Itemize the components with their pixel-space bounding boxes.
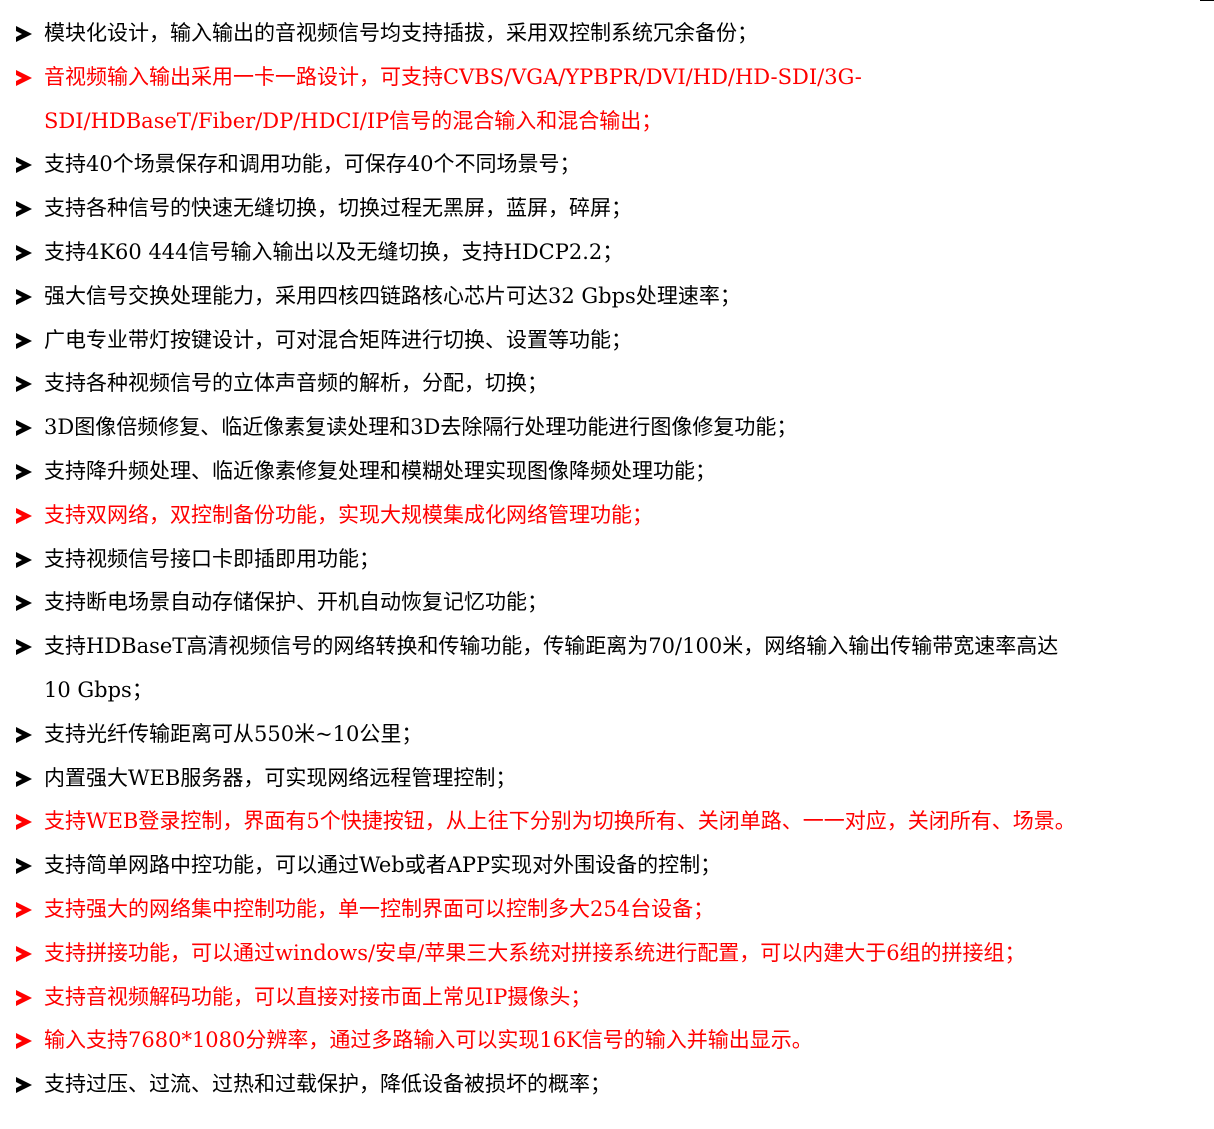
right-arrow-bullet-icon: [16, 376, 32, 393]
list-item: 强大信号交换处理能力，采用四核四链路核心芯片可达32 Gbps处理速率；: [0, 275, 1214, 319]
list-item: 内置强大WEB服务器，可实现网络远程管理控制；: [0, 757, 1214, 801]
right-arrow-bullet-icon: [16, 901, 32, 918]
right-arrow-bullet-icon: [16, 507, 32, 524]
list-item: 支持光纤传输距离可从550米~10公里；: [0, 713, 1214, 757]
list-item: 音视频输入输出采用一卡一路设计，可支持CVBS/VGA/YPBPR/DVI/HD…: [0, 56, 1214, 144]
right-arrow-bullet-icon: [16, 989, 32, 1006]
feature-list: 模块化设计，输入输出的音视频信号均支持插拔，采用双控制系统冗余备份； 音视频输入输…: [0, 12, 1214, 1107]
right-arrow-bullet-icon: [16, 157, 32, 174]
list-item-text: 内置强大WEB服务器，可实现网络远程管理控制；: [44, 765, 517, 790]
list-item-text: 支持WEB登录控制，界面有5个快捷按钮，从上往下分别为切换所有、关闭单路、一一对…: [44, 809, 1076, 834]
list-item: 3D图像倍频修复、临近像素复读处理和3D去除隔行处理功能进行图像修复功能；: [0, 406, 1214, 450]
right-arrow-bullet-icon: [16, 288, 32, 305]
list-item-text: 支持40个场景保存和调用功能，可保存40个不同场景号；: [44, 152, 581, 177]
list-item-text: 支持简单网路中控功能，可以通过Web或者APP实现对外围设备的控制；: [44, 853, 722, 878]
list-item-text: 支持拼接功能，可以通过windows/安卓/苹果三大系统对拼接系统进行配置，可以…: [44, 940, 1026, 965]
right-arrow-bullet-icon: [16, 1077, 32, 1094]
right-arrow-bullet-icon: [16, 1033, 32, 1050]
list-item: 支持WEB登录控制，界面有5个快捷按钮，从上往下分别为切换所有、关闭单路、一一对…: [0, 800, 1214, 844]
corner-rule: [1200, 0, 1214, 1]
list-item-text: 广电专业带灯按键设计，可对混合矩阵进行切换、设置等功能；: [44, 327, 632, 352]
list-item: 支持音视频解码功能，可以直接对接市面上常见IP摄像头；: [0, 976, 1214, 1020]
list-item: 支持断电场景自动存储保护、开机自动恢复记忆功能；: [0, 581, 1214, 625]
right-arrow-bullet-icon: [16, 463, 32, 480]
list-item-text: 3D图像倍频修复、临近像素复读处理和3D去除隔行处理功能进行图像修复功能；: [44, 415, 798, 440]
list-item: 模块化设计，输入输出的音视频信号均支持插拔，采用双控制系统冗余备份；: [0, 12, 1214, 56]
list-item-continuation: SDI/HDBaseT/Fiber/DP/HDCI/IP信号的混合输入和混合输出…: [44, 108, 663, 133]
list-item-text: 模块化设计，输入输出的音视频信号均支持插拔，采用双控制系统冗余备份；: [44, 21, 758, 45]
list-item-text: 支持4K60 444信号输入输出以及无缝切换，支持HDCP2.2；: [44, 239, 624, 264]
list-item: 支持40个场景保存和调用功能，可保存40个不同场景号；: [0, 143, 1214, 187]
list-item: 支持简单网路中控功能，可以通过Web或者APP实现对外围设备的控制；: [0, 844, 1214, 888]
right-arrow-bullet-icon: [16, 595, 32, 612]
right-arrow-bullet-icon: [16, 639, 32, 656]
list-item-text: 强大信号交换处理能力，采用四核四链路核心芯片可达32 Gbps处理速率；: [44, 283, 741, 308]
list-item-text: 支持断电场景自动存储保护、开机自动恢复记忆功能；: [44, 590, 548, 615]
right-arrow-bullet-icon: [16, 201, 32, 218]
list-item-text: 支持过压、过流、过热和过载保护，降低设备被损坏的概率；: [44, 1072, 611, 1097]
right-arrow-bullet-icon: [16, 858, 32, 875]
right-arrow-bullet-icon: [16, 945, 32, 962]
list-item: 支持各种信号的快速无缝切换，切换过程无黑屏，蓝屏，碎屏；: [0, 187, 1214, 231]
list-item: 支持双网络，双控制备份功能，实现大规模集成化网络管理功能；: [0, 494, 1214, 538]
right-arrow-bullet-icon: [16, 814, 32, 831]
list-item: 支持4K60 444信号输入输出以及无缝切换，支持HDCP2.2；: [0, 231, 1214, 275]
list-item-text: 支持双网络，双控制备份功能，实现大规模集成化网络管理功能；: [44, 502, 653, 527]
list-item: 支持各种视频信号的立体声音频的解析，分配，切换；: [0, 362, 1214, 406]
list-item-text: 支持各种视频信号的立体声音频的解析，分配，切换；: [44, 371, 548, 396]
list-item-text: 支持光纤传输距离可从550米~10公里；: [44, 721, 423, 746]
list-item-text: 支持强大的网络集中控制功能，单一控制界面可以控制多大254台设备；: [44, 896, 715, 921]
right-arrow-bullet-icon: [16, 551, 32, 568]
list-item: 支持强大的网络集中控制功能，单一控制界面可以控制多大254台设备；: [0, 888, 1214, 932]
list-item-text: 支持降升频处理、临近像素修复处理和模糊处理实现图像降频处理功能；: [44, 458, 716, 483]
list-item-text: 音视频输入输出采用一卡一路设计，可支持CVBS/VGA/YPBPR/DVI/HD…: [44, 64, 862, 89]
right-arrow-bullet-icon: [16, 244, 32, 261]
list-item-continuation: 10 Gbps；: [44, 677, 153, 702]
right-arrow-bullet-icon: [16, 420, 32, 437]
list-item-text: 支持视频信号接口卡即插即用功能；: [44, 546, 380, 571]
right-arrow-bullet-icon: [16, 332, 32, 349]
right-arrow-bullet-icon: [16, 770, 32, 787]
list-item-text: 支持各种信号的快速无缝切换，切换过程无黑屏，蓝屏，碎屏；: [44, 196, 632, 221]
list-item: 支持视频信号接口卡即插即用功能；: [0, 538, 1214, 582]
right-arrow-bullet-icon: [16, 26, 32, 42]
list-item: 支持拼接功能，可以通过windows/安卓/苹果三大系统对拼接系统进行配置，可以…: [0, 932, 1214, 976]
list-item-text: 支持HDBaseT高清视频信号的网络转换和传输功能，传输距离为70/100米，网…: [44, 634, 1059, 659]
right-arrow-bullet-icon: [16, 69, 32, 86]
right-arrow-bullet-icon: [16, 726, 32, 743]
list-item: 支持降升频处理、临近像素修复处理和模糊处理实现图像降频处理功能；: [0, 450, 1214, 494]
list-item: 支持过压、过流、过热和过载保护，降低设备被损坏的概率；: [0, 1063, 1214, 1107]
list-item: 广电专业带灯按键设计，可对混合矩阵进行切换、设置等功能；: [0, 319, 1214, 363]
list-item-text: 输入支持7680*1080分辨率，通过多路输入可以实现16K信号的输入并输出显示…: [44, 1028, 813, 1053]
list-item: 支持HDBaseT高清视频信号的网络转换和传输功能，传输距离为70/100米，网…: [0, 625, 1214, 713]
list-item: 输入支持7680*1080分辨率，通过多路输入可以实现16K信号的输入并输出显示…: [0, 1019, 1214, 1063]
list-item-text: 支持音视频解码功能，可以直接对接市面上常见IP摄像头；: [44, 984, 592, 1009]
